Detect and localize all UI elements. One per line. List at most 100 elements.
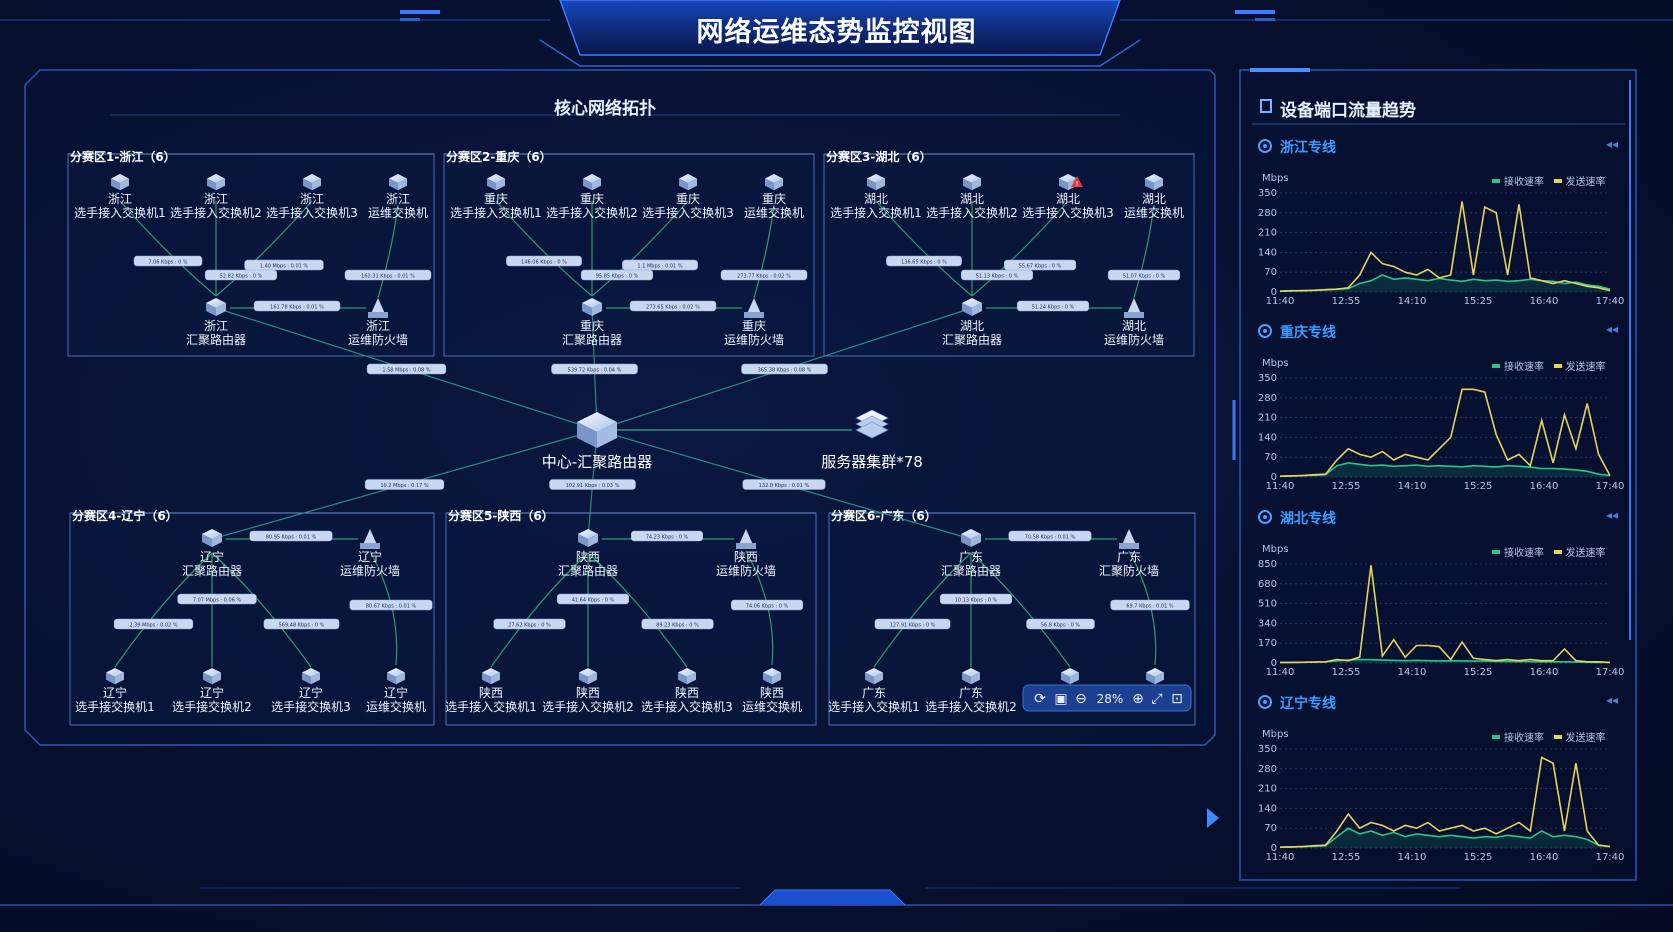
switch-icon[interactable] bbox=[302, 668, 320, 685]
firewall-icon[interactable] bbox=[368, 298, 388, 318]
y-tick-label: 0 bbox=[1271, 287, 1277, 298]
x-tick-label: 11:40 bbox=[1266, 852, 1295, 863]
firewall-label-l2: 运维防火墙 bbox=[724, 332, 784, 347]
legend-send-label: 发送速率 bbox=[1565, 362, 1606, 373]
zoom-in-icon[interactable]: ⊕ bbox=[1132, 691, 1144, 707]
y-tick-label: 210 bbox=[1258, 228, 1277, 239]
firewall-icon[interactable] bbox=[1119, 529, 1139, 549]
region-title: 分赛区2-重庆（6） bbox=[446, 149, 552, 164]
next-page-arrow-icon[interactable] bbox=[1207, 808, 1219, 828]
center-router-icon[interactable] bbox=[577, 412, 617, 448]
center-router-label: 中心-汇聚路由器 bbox=[542, 453, 652, 471]
zoom-out-icon[interactable]: ⊖ bbox=[1075, 691, 1087, 707]
y-tick-label: 210 bbox=[1258, 784, 1277, 795]
fit-view-icon[interactable]: ⊡ bbox=[1171, 691, 1183, 707]
switch-icon[interactable] bbox=[583, 174, 601, 191]
svg-text:146.06 Kbps : 0 %: 146.06 Kbps : 0 % bbox=[521, 260, 567, 266]
switch-icon[interactable] bbox=[482, 668, 500, 685]
svg-text:1.58 Mbps : 0.08 %: 1.58 Mbps : 0.08 % bbox=[382, 368, 431, 374]
switch-icon[interactable] bbox=[207, 174, 225, 191]
switch-icon[interactable] bbox=[963, 174, 981, 191]
switch-icon[interactable] bbox=[111, 174, 129, 191]
switch-icon[interactable] bbox=[579, 668, 597, 685]
x-tick-label: 15:25 bbox=[1464, 481, 1493, 492]
y-tick-label: 280 bbox=[1258, 764, 1277, 775]
switch-icon[interactable] bbox=[203, 668, 221, 685]
collapse-icon[interactable]: ◂◂ bbox=[1605, 508, 1618, 522]
switch-icon[interactable] bbox=[962, 668, 980, 685]
svg-text:161.78 Kbps : 0.01 %: 161.78 Kbps : 0.01 % bbox=[270, 305, 324, 311]
legend-send-swatch bbox=[1553, 735, 1562, 739]
x-tick-label: 14:10 bbox=[1398, 852, 1427, 863]
legend-recv-swatch bbox=[1492, 735, 1500, 739]
router-icon[interactable] bbox=[962, 298, 982, 316]
switch-icon[interactable] bbox=[1061, 668, 1079, 685]
switch-label-l1: 浙江 bbox=[108, 192, 132, 206]
switch-icon[interactable] bbox=[106, 668, 124, 685]
firewall-label-l2: 运维防火墙 bbox=[348, 332, 408, 347]
collapse-icon[interactable]: ◂◂ bbox=[1605, 693, 1618, 707]
switch-icon[interactable] bbox=[487, 174, 505, 191]
legend-send-swatch bbox=[1553, 550, 1562, 554]
router-icon[interactable] bbox=[206, 298, 226, 316]
send-series-line bbox=[1279, 756, 1611, 848]
switch-icon[interactable] bbox=[765, 174, 783, 191]
y-tick-label: 210 bbox=[1258, 413, 1277, 424]
firewall-icon[interactable] bbox=[1124, 298, 1144, 318]
switch-label-l1: 辽宁 bbox=[103, 685, 127, 700]
switch-label-l2: 运维交换机 bbox=[742, 699, 802, 714]
y-tick-label: 350 bbox=[1258, 373, 1277, 384]
y-tick-label: 0 bbox=[1271, 843, 1277, 854]
collapse-icon[interactable]: ◂◂ bbox=[1605, 137, 1618, 151]
switch-icon[interactable] bbox=[763, 668, 781, 685]
switch-icon[interactable] bbox=[1146, 668, 1164, 685]
router-icon[interactable] bbox=[578, 529, 598, 547]
switch-icon[interactable] bbox=[387, 668, 405, 685]
recv-series-area bbox=[1280, 462, 1610, 477]
switch-label-l1: 辽宁 bbox=[200, 685, 224, 700]
router-icon[interactable] bbox=[961, 529, 981, 547]
chart-legend: 接收速率 发送速率 bbox=[1492, 544, 1606, 559]
layout-icon[interactable]: ▣ bbox=[1054, 691, 1067, 707]
firewall-label-l2: 运维防火墙 bbox=[340, 563, 400, 578]
router-label-l1: 重庆 bbox=[580, 319, 604, 333]
router-label-l2: 汇聚路由器 bbox=[562, 332, 622, 347]
switch-icon[interactable] bbox=[1145, 174, 1163, 191]
switch-label-l2: 选手接交换机3 bbox=[271, 699, 351, 714]
router-label-l2: 汇聚路由器 bbox=[942, 332, 1002, 347]
x-tick-label: 12:55 bbox=[1332, 481, 1361, 492]
x-tick-label: 16:40 bbox=[1530, 296, 1559, 307]
collapse-icon[interactable]: ◂◂ bbox=[1605, 322, 1618, 336]
firewall-icon[interactable] bbox=[736, 529, 756, 549]
alert-icon[interactable]: ! bbox=[1071, 176, 1083, 188]
link-rate-label: 70.58 Kbps : 0.01 % bbox=[1008, 530, 1092, 542]
fullscreen-icon[interactable]: ⤢ bbox=[1151, 691, 1162, 707]
page-title: 网络运维态势监控视图 bbox=[696, 17, 977, 48]
svg-text:10.13 Kbps : 0 %: 10.13 Kbps : 0 % bbox=[955, 598, 998, 604]
switch-label-l2: 选手接入交换机2 bbox=[546, 205, 638, 220]
refresh-icon[interactable]: ⟳ bbox=[1034, 691, 1046, 707]
router-icon[interactable] bbox=[582, 298, 602, 316]
switch-icon[interactable] bbox=[867, 174, 885, 191]
send-series-line bbox=[1280, 565, 1611, 664]
router-icon[interactable] bbox=[202, 529, 222, 547]
uplink-rate-label: 102.91 Kbps : 0.03 % bbox=[549, 479, 636, 490]
link-rate-label: 127.91 Kbps : 0 % bbox=[874, 618, 951, 630]
firewall-icon[interactable] bbox=[744, 298, 764, 318]
firewall-label-l1: 陕西 bbox=[734, 549, 758, 564]
router-label-l2: 汇聚路由器 bbox=[941, 563, 1001, 578]
y-tick-label: 850 bbox=[1258, 559, 1277, 570]
firewall-icon[interactable] bbox=[360, 529, 380, 549]
switch-icon[interactable] bbox=[389, 174, 407, 191]
uplink-rate-label: 132.8 Kbps : 0.01 % bbox=[742, 479, 826, 490]
server-cluster-icon[interactable] bbox=[855, 409, 889, 439]
link-rate-label: 95.85 Kbps : 0 % bbox=[580, 269, 654, 281]
switch-icon[interactable] bbox=[679, 174, 697, 191]
switch-icon[interactable] bbox=[678, 668, 696, 685]
router-label-l1: 陕西 bbox=[576, 549, 600, 564]
switch-icon[interactable] bbox=[865, 668, 883, 685]
chart-legend: 接收速率 发送速率 bbox=[1492, 173, 1606, 188]
switch-label-l2: 选手接入交换机2 bbox=[542, 699, 634, 714]
switch-label-l1: 湖北 bbox=[960, 191, 984, 206]
switch-icon[interactable] bbox=[303, 174, 321, 191]
